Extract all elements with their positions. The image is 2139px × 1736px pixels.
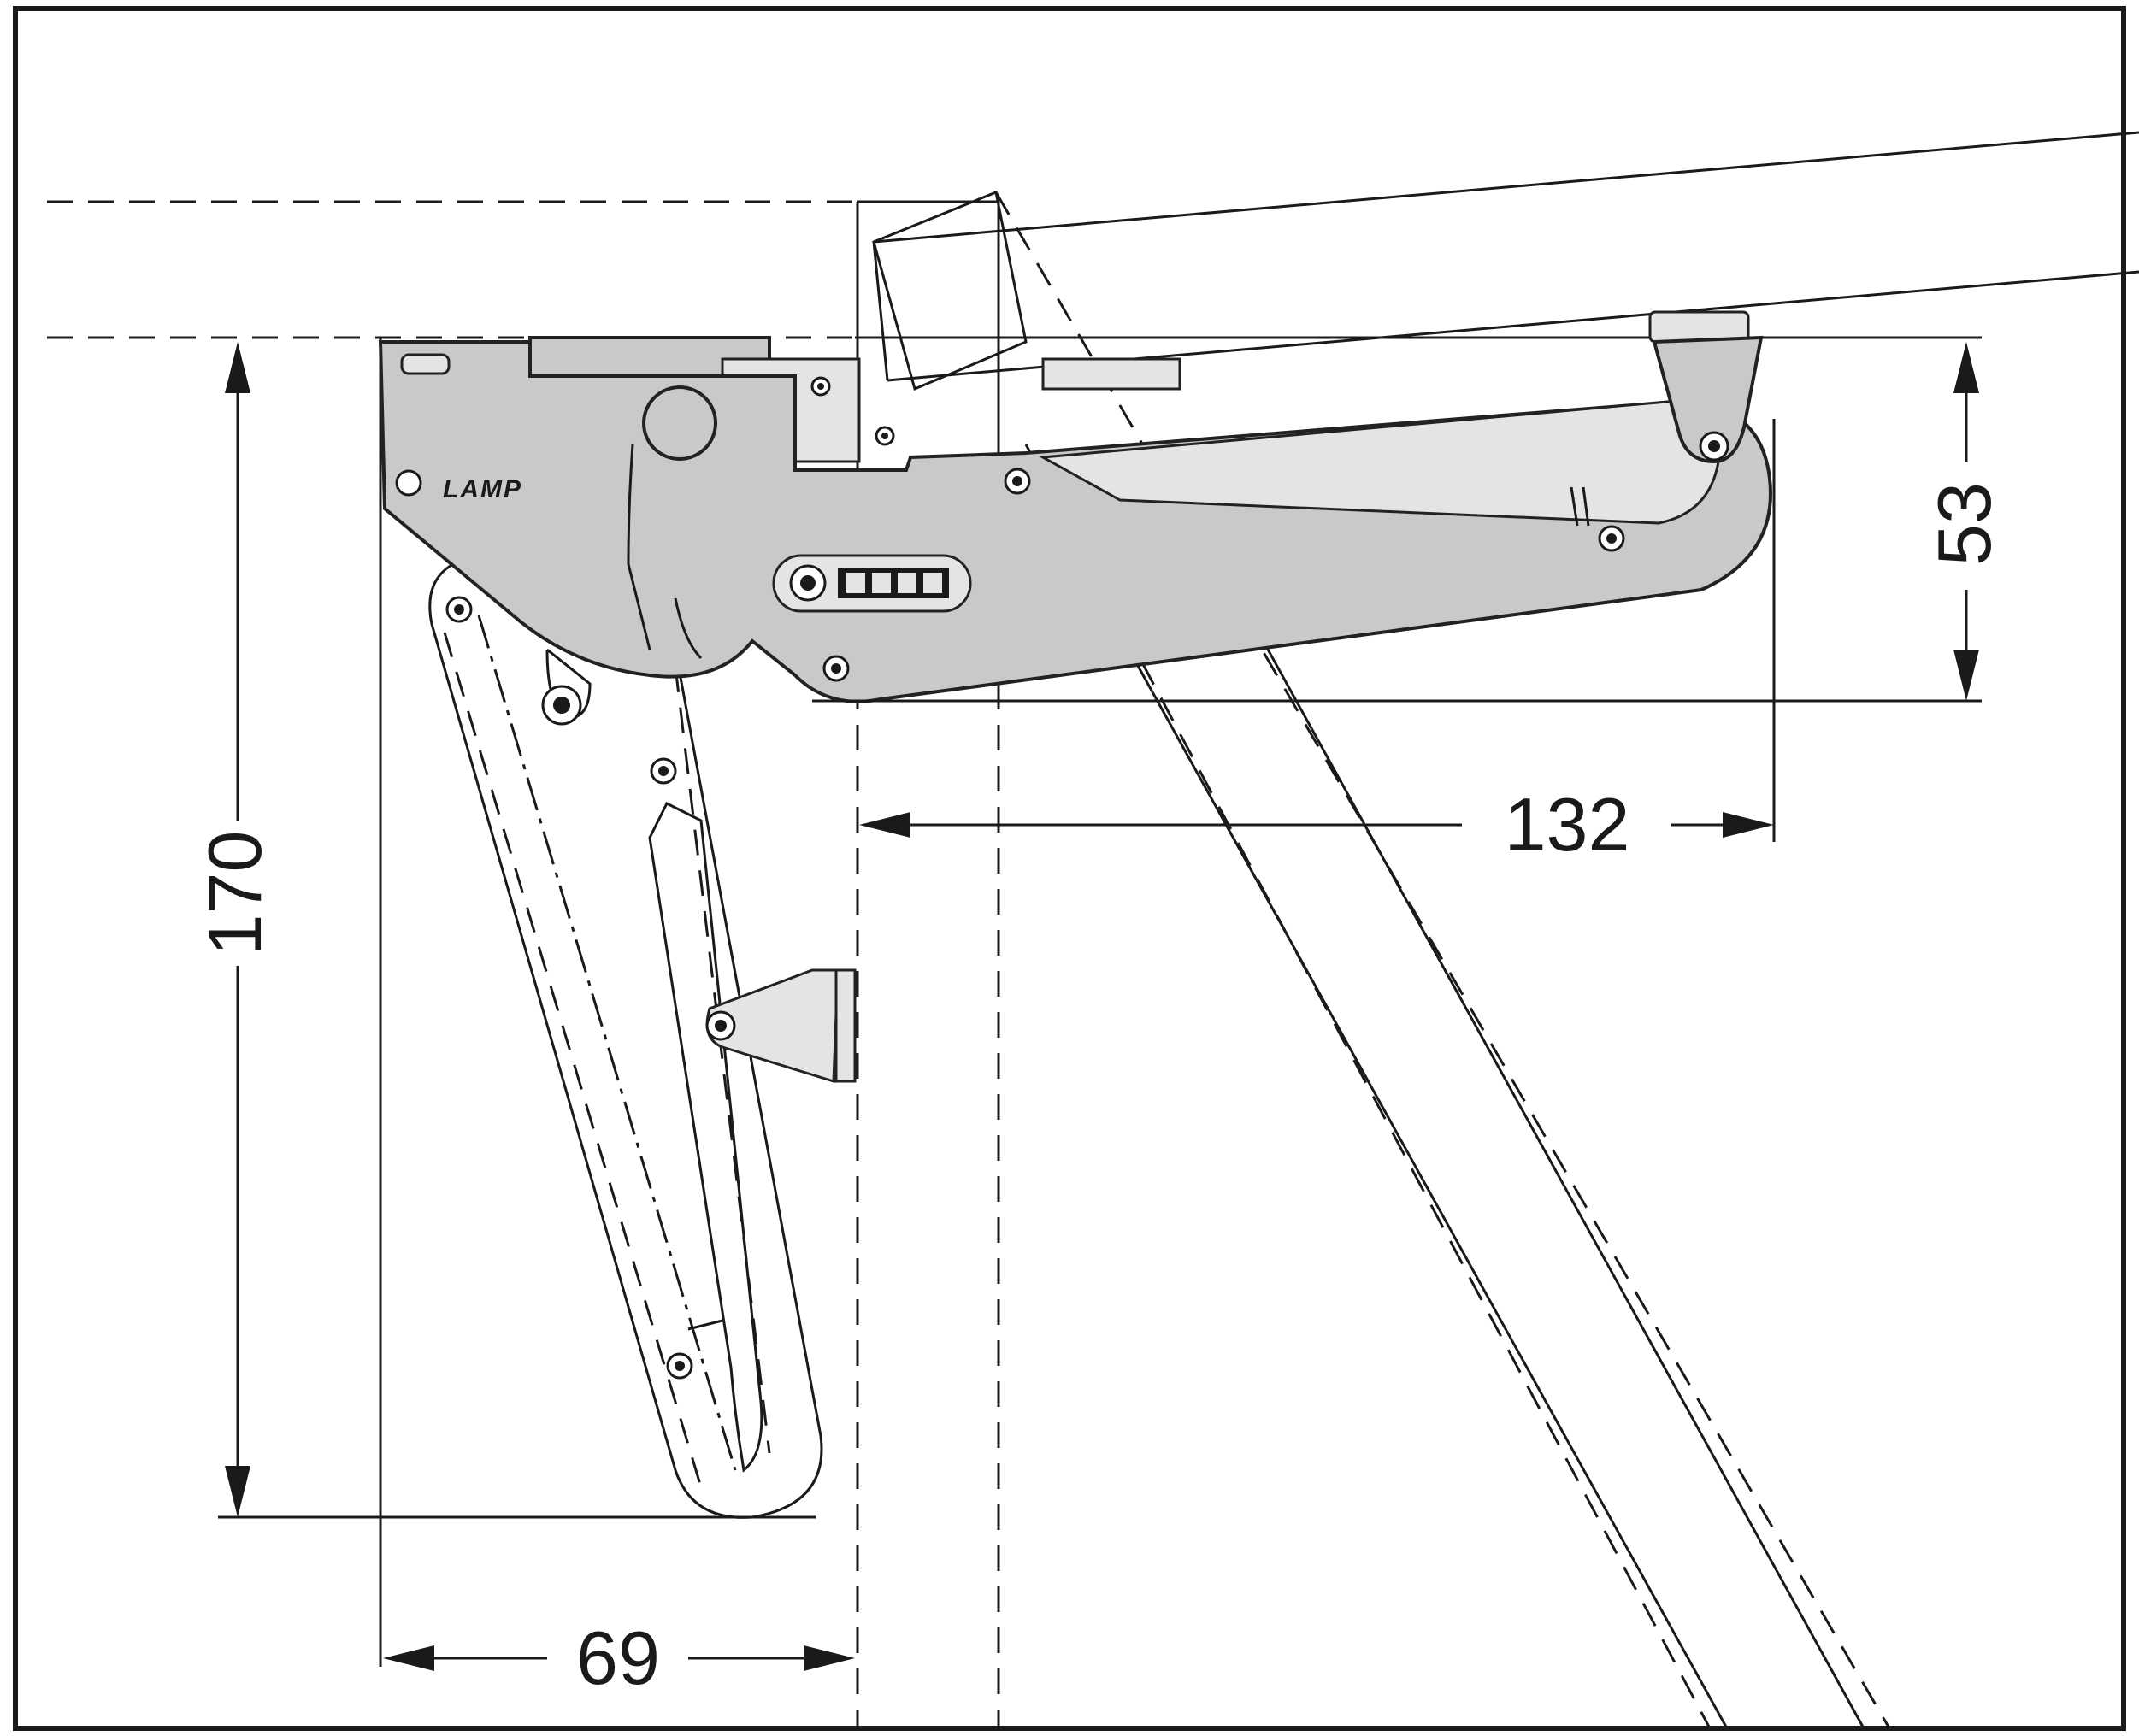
- dimension-69: 69: [383, 1615, 855, 1700]
- dimension-170-label: 170: [192, 831, 277, 956]
- door-panel-open: [872, 131, 2139, 391]
- dimension-132: 132: [859, 419, 1776, 867]
- lower-arm-ghost: [428, 554, 823, 1519]
- dimension-53-label: 53: [1922, 482, 2006, 566]
- hinge-body: [378, 340, 1772, 703]
- brand-label: LAMP: [443, 475, 522, 503]
- dimension-170: 170: [192, 342, 816, 1519]
- door-bracket: [705, 968, 857, 1084]
- dimension-53: 53: [812, 342, 2006, 703]
- drawing-frame: [13, 6, 2126, 1731]
- dimension-69-label: 69: [576, 1615, 660, 1700]
- dimension-132-label: 132: [1505, 782, 1630, 867]
- hinge-cup: [1648, 310, 1764, 464]
